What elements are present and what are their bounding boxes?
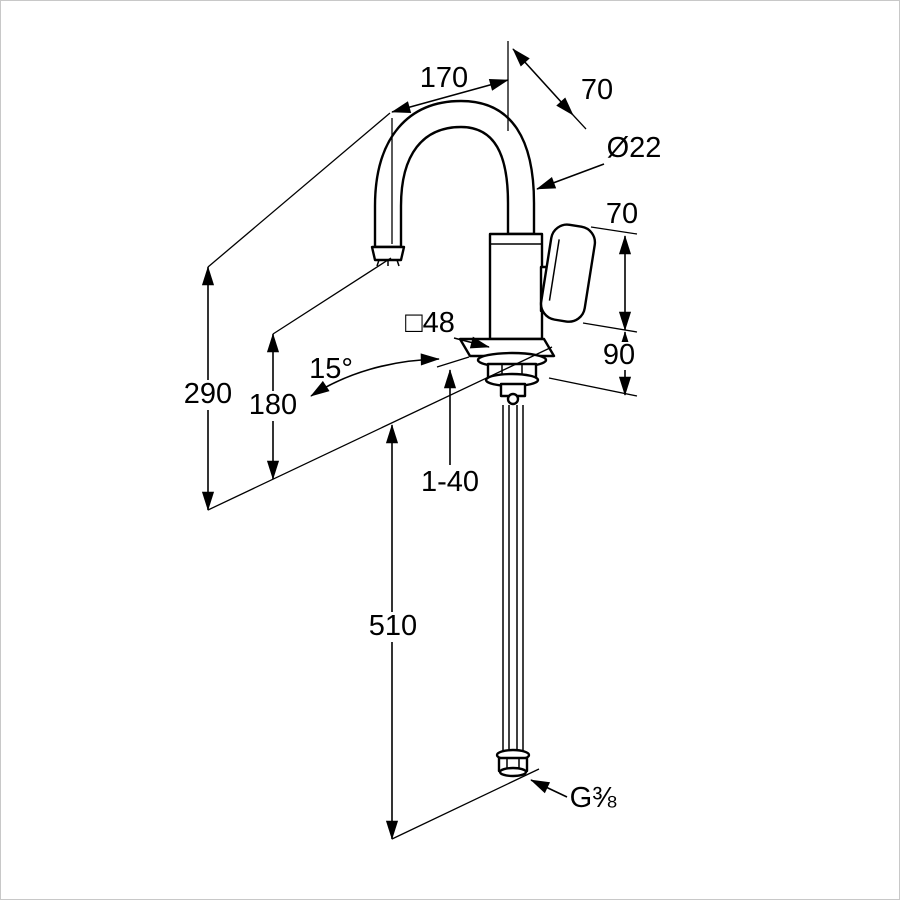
dim-label-g38: G⅜	[570, 782, 618, 814]
ext-line	[272, 257, 392, 335]
union-end	[498, 766, 528, 778]
ext-tail	[572, 114, 587, 130]
spout-nozzle	[370, 245, 406, 262]
dim-label-1-40: 1-40	[421, 466, 479, 498]
dim-line	[512, 48, 574, 116]
dim-line	[391, 78, 509, 114]
faucet-spout	[370, 99, 536, 267]
label-bg	[595, 342, 643, 370]
dim-label-sq48: □48	[405, 307, 455, 339]
leader-line	[536, 163, 605, 190]
pipe-end-plane-line	[391, 768, 540, 840]
body-cylinder	[488, 232, 544, 341]
dim-label-70-top: 70	[581, 74, 613, 106]
valve-detail	[506, 392, 520, 406]
pipe-lines	[502, 405, 524, 753]
faucet-handle	[539, 223, 597, 323]
dim-spout-reach-170: 170	[391, 41, 509, 244]
ext-line	[207, 112, 391, 268]
ext-line-top	[590, 226, 638, 235]
aerator-ticks	[376, 259, 400, 267]
dim-label-15deg: 15°	[309, 353, 353, 385]
angle-arc	[310, 353, 440, 397]
faucet-body	[488, 232, 544, 341]
dim-outlet-height-290: 290	[182, 112, 553, 511]
dim-label-510: 510	[369, 610, 417, 642]
dim-pipe-length-510: 510	[364, 424, 540, 840]
dim-label-dia22: Ø22	[607, 132, 662, 164]
dim-deck-thickness: 1-40	[421, 356, 479, 498]
mounting-plane-line	[207, 346, 553, 511]
dim-spout-offset-70: 70	[512, 48, 613, 130]
mounting-hardware	[476, 351, 548, 406]
leader-line	[453, 336, 490, 349]
handle-detail-line	[548, 239, 560, 301]
dim-handle-height-70: 70	[582, 198, 638, 333]
dim-connection-thread: G⅜	[530, 779, 618, 814]
label-bg	[247, 391, 299, 421]
dim-label-180: 180	[249, 389, 297, 421]
dim-aerator-height-180: 180	[247, 257, 392, 480]
dim-label-90: 90	[603, 339, 635, 371]
dim-label-170: 170	[420, 62, 468, 94]
label-bg	[364, 612, 422, 642]
ext-line-mid	[582, 322, 638, 333]
dim-swivel-angle-15: 15°	[309, 353, 440, 397]
handle-lever	[539, 223, 597, 323]
ext-line	[436, 356, 470, 368]
pipe-connector	[495, 748, 531, 778]
supply-pipes	[502, 405, 524, 753]
dim-body-height-90: 90	[548, 331, 643, 397]
dim-spout-diameter: Ø22	[536, 132, 662, 190]
label-bg	[182, 380, 234, 410]
ext-line-bottom	[548, 377, 638, 397]
dim-label-290: 290	[184, 378, 232, 410]
dim-label-70-right: 70	[606, 198, 638, 230]
dim-base-square-48: □48	[405, 307, 490, 349]
leader-line	[530, 779, 568, 798]
spout-gooseneck	[373, 99, 536, 249]
